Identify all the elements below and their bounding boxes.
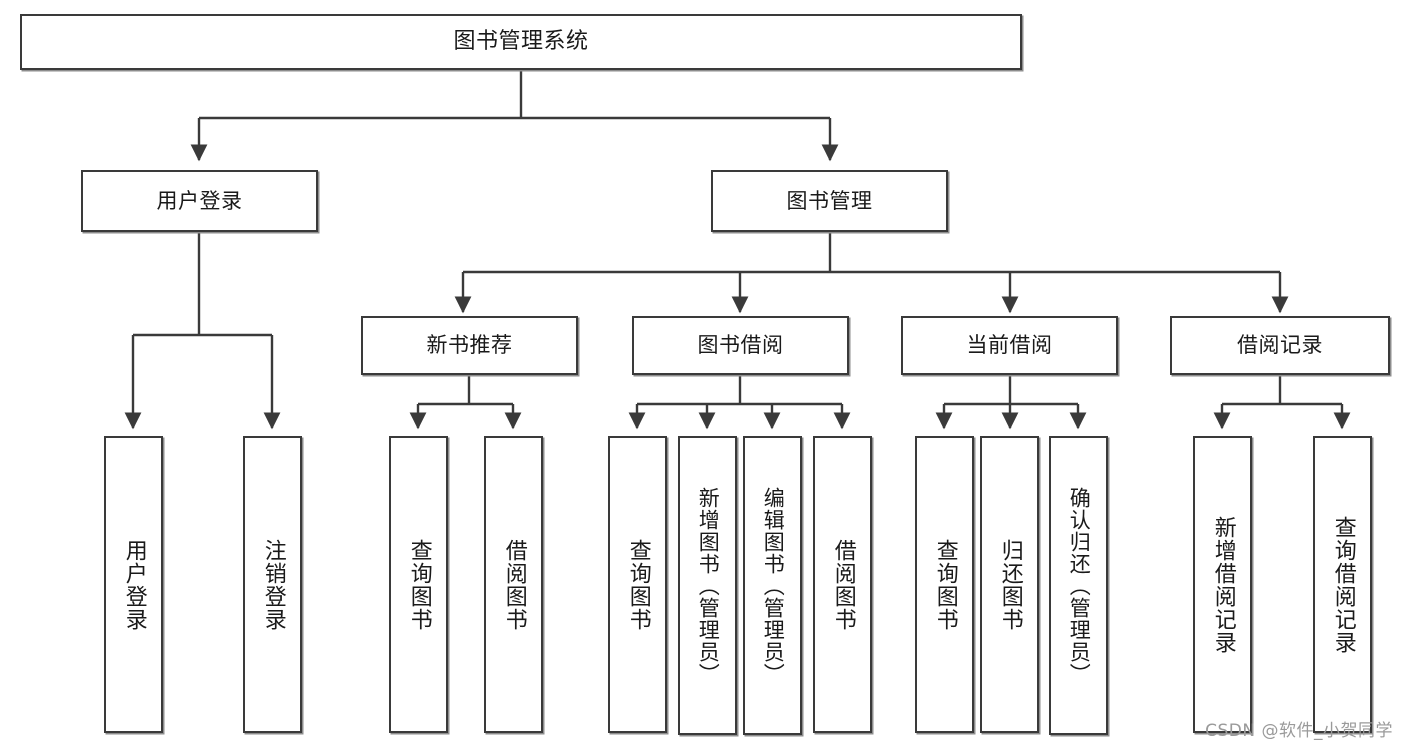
leaf-borrow-add-book-admin[interactable]: 新增图书（管理员） — [678, 436, 737, 735]
node-label: 查询图书 — [625, 538, 651, 631]
node-root-system[interactable]: 图书管理系统 — [20, 14, 1022, 70]
node-label: 借阅图书 — [830, 538, 856, 631]
leaf-user-login-logout[interactable]: 注销登录 — [243, 436, 302, 733]
leaf-user-login-login[interactable]: 用户登录 — [104, 436, 163, 733]
node-label: 新书推荐 — [426, 333, 513, 358]
node-label: 借阅记录 — [1237, 333, 1323, 358]
node-label: 图书管理系统 — [453, 29, 589, 55]
node-current-borrow[interactable]: 当前借阅 — [901, 316, 1118, 375]
csdn-watermark: CSDN @软件_小贺同学 — [1205, 721, 1393, 741]
leaf-record-add-record[interactable]: 新增借阅记录 — [1193, 436, 1252, 733]
leaf-current-return-book[interactable]: 归还图书 — [980, 436, 1039, 733]
node-label: 编辑图书（管理员） — [761, 486, 786, 685]
leaf-borrow-borrow-book[interactable]: 借阅图书 — [813, 436, 872, 733]
node-new-book-recommend[interactable]: 新书推荐 — [361, 316, 578, 375]
leaf-borrow-query-book[interactable]: 查询图书 — [608, 436, 667, 733]
leaf-current-confirm-return-admin[interactable]: 确认归还（管理员） — [1049, 436, 1108, 735]
node-borrow-record[interactable]: 借阅记录 — [1170, 316, 1390, 375]
node-label: 用户登录 — [156, 188, 243, 213]
node-user-login[interactable]: 用户登录 — [81, 170, 318, 232]
node-label: 图书借阅 — [697, 333, 784, 358]
node-label: 查询图书 — [932, 538, 958, 631]
leaf-recommend-borrow-book[interactable]: 借阅图书 — [484, 436, 543, 733]
node-label: 新增图书（管理员） — [696, 486, 721, 685]
leaf-record-query-record[interactable]: 查询借阅记录 — [1313, 436, 1372, 733]
leaf-borrow-edit-book-admin[interactable]: 编辑图书（管理员） — [743, 436, 802, 735]
node-label: 用户登录 — [121, 538, 147, 631]
node-label: 借阅图书 — [501, 538, 527, 631]
node-label: 归还图书 — [997, 538, 1023, 631]
node-label: 新增借阅记录 — [1210, 515, 1236, 654]
node-label: 图书管理 — [786, 188, 873, 213]
node-label: 确认归还（管理员） — [1067, 486, 1092, 685]
leaf-current-query-book[interactable]: 查询图书 — [915, 436, 974, 733]
node-label: 查询借阅记录 — [1330, 515, 1356, 654]
node-book-management[interactable]: 图书管理 — [711, 170, 948, 232]
node-label: 查询图书 — [406, 538, 432, 631]
leaf-recommend-query-book[interactable]: 查询图书 — [389, 436, 448, 733]
node-book-borrow[interactable]: 图书借阅 — [632, 316, 849, 375]
node-label: 当前借阅 — [966, 333, 1053, 358]
node-label: 注销登录 — [260, 538, 286, 631]
